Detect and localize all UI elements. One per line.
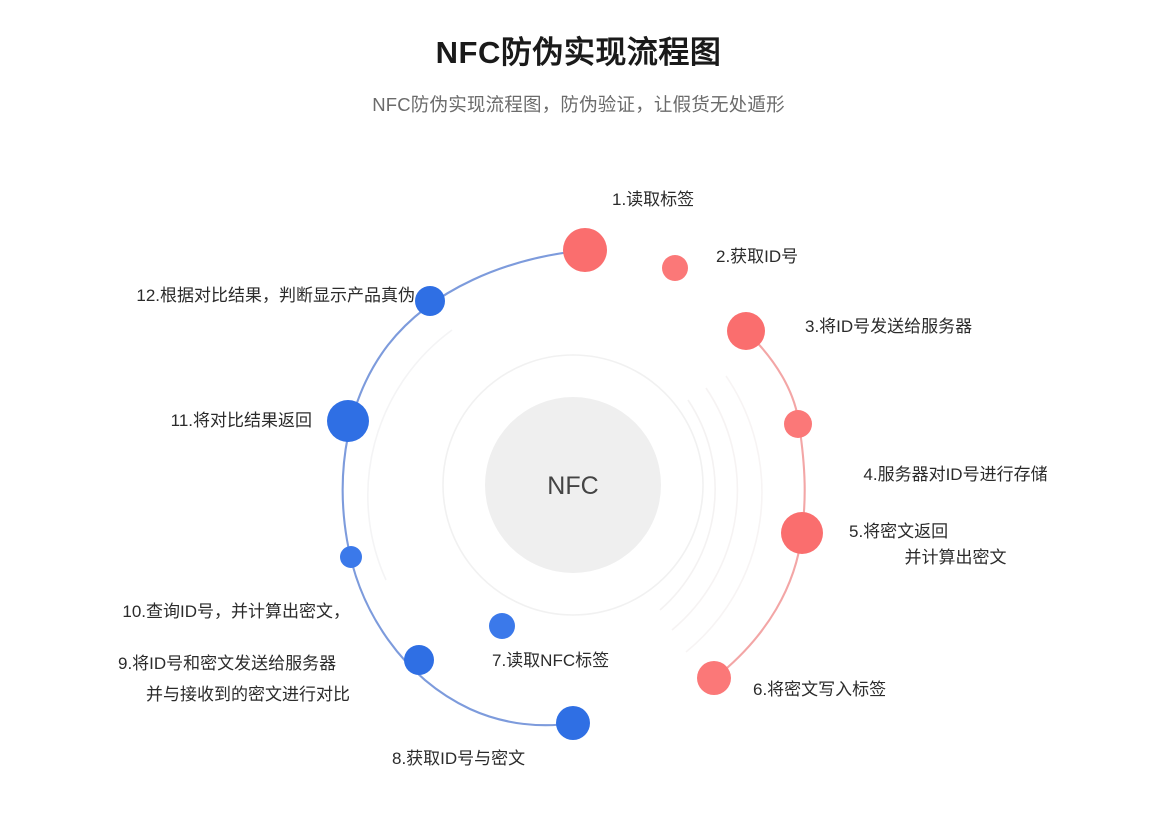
- step-label-10-line1: 10.查询ID号，并计算出密文，: [122, 602, 350, 622]
- faint-ring-inner: [442, 354, 704, 616]
- step-label-1: 1.读取标签: [612, 190, 695, 209]
- flow-nodes: [327, 228, 823, 740]
- node-1[interactable]: [563, 228, 607, 272]
- step-label-4: 4.服务器对ID号进行存储 并计算出密文: [838, 406, 1073, 626]
- step-label-6: 6.将密文写入标签: [753, 680, 887, 699]
- step-label-9: 9.将ID号和密文发送给服务器: [118, 654, 337, 673]
- decorative-rings: [367, 329, 763, 653]
- step-label-2: 2.获取ID号: [716, 247, 799, 266]
- step-label-11: 11.将对比结果返回: [170, 411, 312, 430]
- hub-circle: [485, 397, 661, 573]
- node-3[interactable]: [727, 312, 765, 350]
- red-flow-arc: [713, 329, 806, 680]
- step-label-12: 12.根据对比结果，判断显示产品真伪: [136, 286, 415, 305]
- node-8[interactable]: [556, 706, 590, 740]
- node-2[interactable]: [662, 255, 688, 281]
- step-label-4-line2: 并计算出密文: [904, 547, 1007, 567]
- step-label-4-line1: 4.服务器对ID号进行存储: [863, 465, 1048, 485]
- node-10[interactable]: [340, 546, 362, 568]
- page-title: NFC防伪实现流程图: [435, 35, 722, 70]
- node-12[interactable]: [415, 286, 445, 316]
- node-4[interactable]: [784, 410, 812, 438]
- step-label-7: 7.读取NFC标签: [492, 651, 610, 670]
- blue-flow-arc: [341, 248, 588, 727]
- page-subtitle: NFC防伪实现流程图，防伪验证，让假货无处遁形: [372, 94, 785, 116]
- node-11[interactable]: [327, 400, 369, 442]
- step-label-5: 5.将密文返回: [849, 522, 949, 541]
- step-label-8: 8.获取ID号与密文: [392, 749, 526, 768]
- faint-arc-4: [367, 329, 453, 581]
- node-9[interactable]: [404, 645, 434, 675]
- faint-arc-1: [659, 399, 716, 611]
- faint-arc-3: [685, 375, 763, 653]
- step-label-10: 10.查询ID号，并计算出密文， 并与接收到的密文进行对比: [40, 543, 350, 763]
- node-5[interactable]: [781, 512, 823, 554]
- center-hub: NFC: [485, 397, 661, 573]
- header: NFC防伪实现流程图 NFC防伪实现流程图，防伪验证，让假货无处遁形: [0, 0, 1157, 117]
- node-7[interactable]: [489, 613, 515, 639]
- hub-label: NFC: [547, 472, 598, 500]
- faint-arc-2: [671, 387, 739, 631]
- step-label-3: 3.将ID号发送给服务器: [805, 317, 973, 336]
- step-label-10-line2: 并与接收到的密文进行对比: [146, 684, 350, 704]
- node-6[interactable]: [697, 661, 731, 695]
